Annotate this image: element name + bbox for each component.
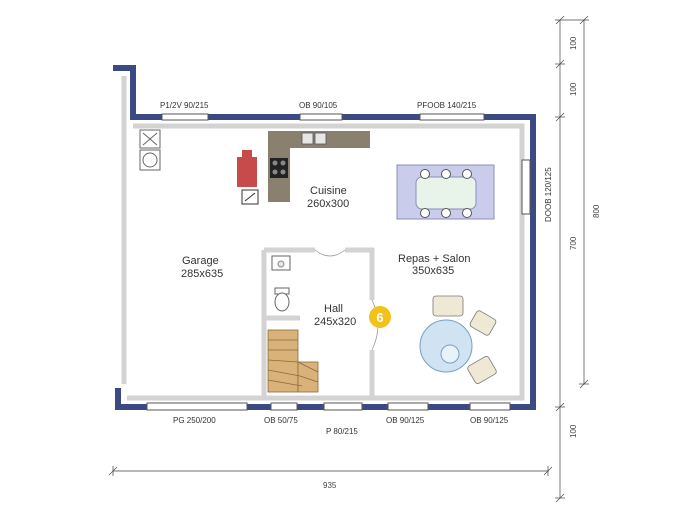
number-marker: 6 (369, 306, 391, 328)
armchair-icon (432, 295, 497, 384)
label-doob: DOOB 120/125 (544, 167, 553, 222)
toilet-icon (274, 287, 290, 312)
room-size-cuisine: 260x300 (307, 198, 349, 210)
exterior-walls (113, 65, 536, 410)
cooktop-icon (270, 158, 288, 178)
label-ob-90-105: OB 90/105 (299, 101, 338, 110)
number-marker-label: 6 (376, 310, 383, 325)
washbasin-icon (271, 255, 291, 271)
room-size-repas: 350x635 (412, 265, 454, 277)
room-name-cuisine: Cuisine (310, 185, 347, 197)
label-ob-50-75: OB 50/75 (264, 416, 298, 425)
stairs (267, 329, 319, 393)
label-p-80-215: P 80/215 (326, 427, 358, 436)
dim-bottom-total: 935 (323, 481, 337, 490)
label-pfoob: PFOOB 140/215 (417, 101, 477, 110)
label-pg: PG 250/200 (173, 416, 216, 425)
bottom-dimension-line (108, 466, 553, 476)
room-size-garage: 285x635 (181, 268, 223, 280)
sink-icon (301, 132, 327, 145)
dim-right-bottom: 100 (569, 424, 578, 438)
right-window (521, 159, 531, 215)
label-p1-2v: P1/2V 90/215 (160, 101, 209, 110)
top-windows (161, 113, 485, 121)
right-dimension-lines (555, 15, 589, 503)
label-ob-90-125-b: OB 90/125 (470, 416, 509, 425)
dim-right-mid: 700 (569, 236, 578, 250)
room-size-hall: 245x320 (314, 316, 356, 328)
dim-right-total: 800 (592, 204, 601, 218)
room-name-repas: Repas + Salon (398, 253, 470, 265)
room-name-garage: Garage (182, 255, 219, 267)
washing-machine-icon (139, 129, 161, 171)
kitchen-chair-icon (237, 150, 257, 187)
dining-table (396, 164, 495, 220)
appliance-box-icon (241, 189, 259, 205)
bottom-windows (146, 402, 511, 411)
door-swings (314, 249, 379, 351)
dim-right-top-2: 100 (569, 82, 578, 96)
interior-walls (121, 76, 525, 401)
dim-right-top-1: 100 (569, 36, 578, 50)
room-name-hall: Hall (324, 303, 343, 315)
label-ob-90-125-a: OB 90/125 (386, 416, 425, 425)
round-table (419, 319, 473, 373)
